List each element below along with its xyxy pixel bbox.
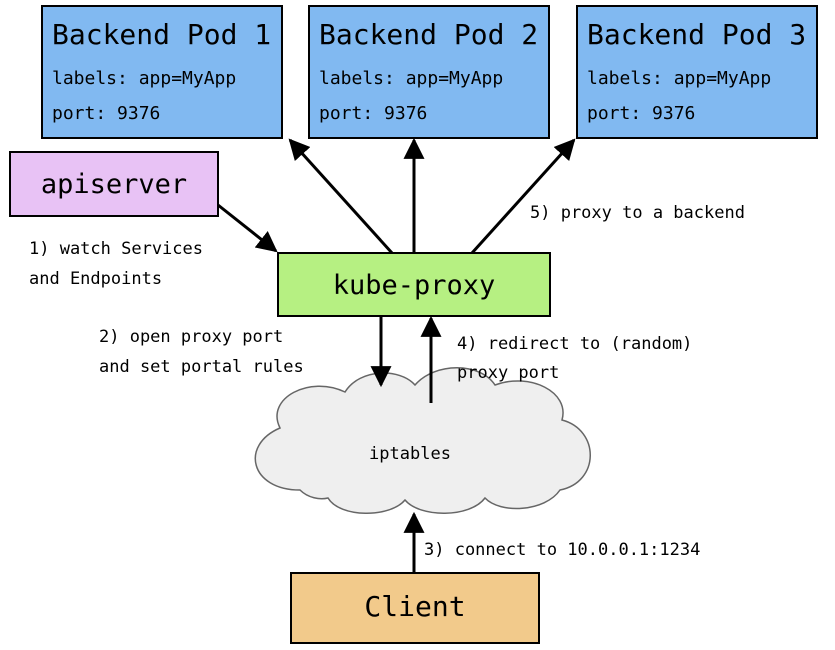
step-1-watch-line2: and Endpoints: [29, 269, 162, 289]
backend-pod-3: Backend Pod 3 labels: app=MyApp port: 93…: [576, 5, 818, 139]
apiserver-label: apiserver: [41, 169, 187, 200]
step-3-connect: 3) connect to 10.0.0.1:1234: [424, 540, 700, 560]
step-5-proxy: 5) proxy to a backend: [530, 203, 745, 223]
backend-pod-1-title: Backend Pod 1: [52, 18, 271, 51]
backend-pod-2-title: Backend Pod 2: [319, 18, 538, 51]
backend-pod-1: Backend Pod 1 labels: app=MyApp port: 93…: [41, 5, 283, 139]
iptables-cloud: iptables: [254, 367, 591, 514]
step-1-watch-line1: 1) watch Services: [29, 239, 203, 259]
backend-pod-3-box: [576, 5, 818, 139]
client-label: Client: [364, 590, 465, 623]
step-2-open-line2: and set portal rules: [99, 357, 304, 377]
backend-pod-1-port: port: 9376: [52, 103, 160, 124]
step-4-redirect-line2: proxy port: [457, 363, 559, 383]
kube-proxy-label: kube-proxy: [333, 270, 496, 301]
arrow-apiserver-to-kube-proxy: [217, 203, 278, 253]
kube-proxy-box: [277, 252, 551, 317]
apiserver-box: [9, 151, 219, 217]
backend-pod-3-port: port: 9376: [587, 103, 695, 124]
backend-pod-1-box: [41, 5, 283, 139]
step-2-open-line1: 2) open proxy port: [99, 327, 283, 347]
backend-pod-3-labels: labels: app=MyApp: [587, 68, 771, 89]
arrow-kube-proxy-to-pod-3: [470, 138, 576, 255]
backend-pod-1-labels: labels: app=MyApp: [52, 68, 236, 89]
arrow-kube-proxy-to-pod-1: [288, 138, 394, 255]
step-4-redirect-line1: 4) redirect to (random): [457, 334, 692, 354]
kube-proxy-node: kube-proxy: [277, 252, 551, 317]
backend-pod-2-port: port: 9376: [319, 103, 427, 124]
backend-pod-2-box: [308, 5, 550, 139]
backend-pod-3-title: Backend Pod 3: [587, 18, 806, 51]
backend-pod-2: Backend Pod 2 labels: app=MyApp port: 93…: [308, 5, 550, 139]
backend-pod-2-labels: labels: app=MyApp: [319, 68, 503, 89]
apiserver-node: apiserver: [9, 151, 219, 217]
iptables-cloud-shape: [254, 367, 591, 514]
client-node: Client: [290, 572, 540, 644]
iptables-label: iptables: [369, 444, 451, 464]
client-box: [290, 572, 540, 644]
